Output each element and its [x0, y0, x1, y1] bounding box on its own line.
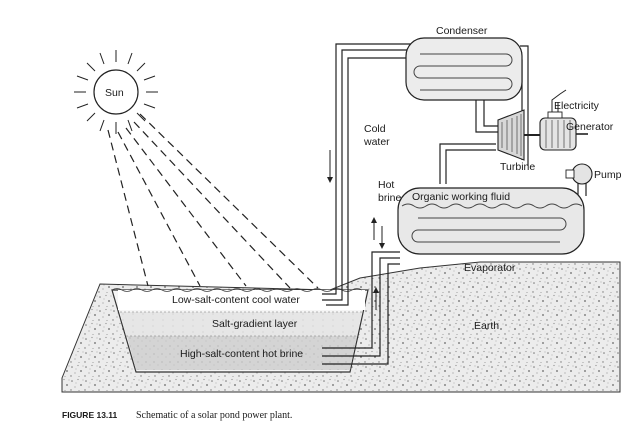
cold-water-label-line2: water [363, 136, 390, 148]
pump-label: Pump [594, 169, 622, 181]
high-salt-layer [127, 336, 357, 370]
evaporator-unit [397, 187, 585, 255]
high-salt-label: High-salt-content hot brine [180, 348, 303, 360]
evaporator-label: Evaporator [464, 262, 516, 274]
figure-number: FIGURE 13.11 [62, 410, 118, 420]
condenser-unit [405, 37, 523, 101]
low-salt-layer [118, 290, 365, 310]
generator-icon [539, 111, 588, 151]
sun-label: Sun [105, 87, 124, 99]
turbine-label: Turbine [500, 161, 535, 173]
hot-brine-label-line1: Hot [378, 179, 394, 191]
pump-icon [565, 163, 593, 185]
generator-label: Generator [566, 121, 614, 133]
salt-gradient-label: Salt-gradient layer [212, 318, 298, 330]
electricity-wire [551, 89, 567, 112]
water-surface [111, 288, 363, 292]
cold-water-label-line1: Cold [364, 123, 386, 135]
sun-icon [74, 50, 158, 134]
sun-rays [107, 113, 319, 289]
piping [322, 43, 587, 365]
hot-brine-label-line2: brine [378, 192, 402, 204]
organic-fluid-label: Organic working fluid [412, 191, 510, 203]
salt-gradient-layer [120, 312, 362, 336]
low-salt-label: Low-salt-content cool water [172, 294, 300, 306]
turbine-icon [497, 109, 540, 161]
condenser-label: Condenser [436, 25, 488, 37]
figure-caption: Schematic of a solar pond power plant. [136, 410, 292, 421]
earth-label: Earth [474, 320, 499, 332]
electricity-label: Electricity [554, 100, 600, 112]
